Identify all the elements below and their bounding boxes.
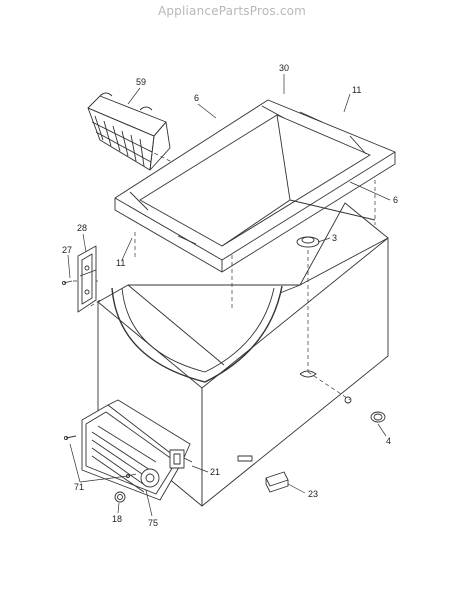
callout-21: 21: [210, 467, 220, 477]
callout-leader-lines: [67, 74, 391, 517]
hinge-screw: [61, 280, 73, 286]
control-knob: [114, 491, 126, 503]
callout-27: 27: [62, 245, 72, 255]
indicator-switch: [237, 455, 289, 493]
callout-18: 18: [112, 514, 122, 524]
callout-labels: 59 6 30 11 6 28 27 11 3 4 21 71 18 75 23: [62, 63, 398, 528]
wire-basket: [87, 92, 171, 171]
hinge-bracket: [77, 245, 97, 313]
callout-11-left: 11: [116, 258, 125, 268]
drain-plug: [296, 236, 320, 248]
callout-6-top: 6: [194, 93, 199, 103]
site-watermark: AppliancePartsPros.com: [157, 4, 307, 18]
thermostat-control: [169, 449, 193, 469]
callout-71: 71: [74, 482, 84, 492]
callout-4: 4: [386, 436, 391, 446]
callout-30: 30: [279, 63, 289, 73]
callout-11-right: 11: [352, 85, 361, 95]
drain-cap: [299, 370, 386, 423]
lid-frame: [114, 99, 396, 273]
grille-panel: [81, 399, 191, 501]
callout-28: 28: [77, 223, 87, 233]
callout-3: 3: [332, 233, 337, 243]
callout-59: 59: [136, 77, 146, 87]
callout-75: 75: [148, 518, 158, 528]
callout-23: 23: [308, 489, 318, 499]
callout-6-right: 6: [393, 195, 398, 205]
